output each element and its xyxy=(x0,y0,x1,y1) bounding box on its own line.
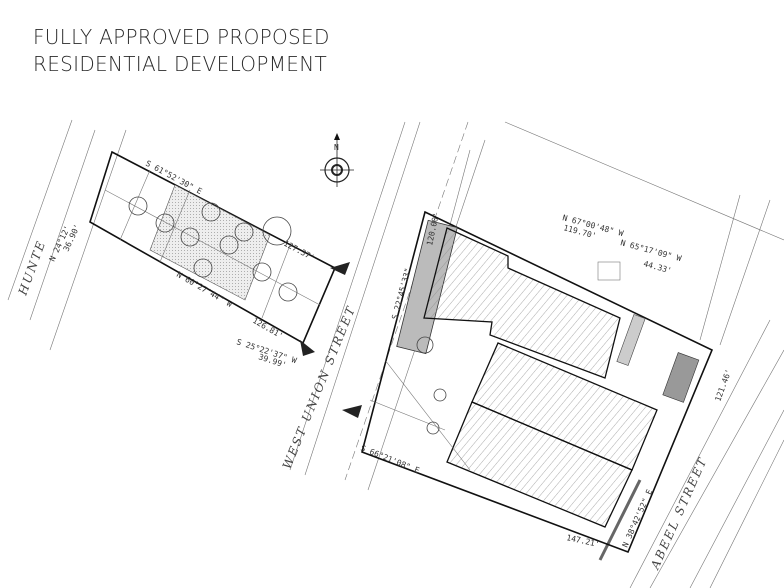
north-arrow-icon: N xyxy=(320,133,354,187)
bearing-abeel-line: N 38°42'52" E xyxy=(621,488,655,549)
compass-north-label: N xyxy=(334,143,339,152)
street-label-abeel: ABEEL STREET xyxy=(648,454,711,572)
bearing-right-bottom: S 66°21'08" E xyxy=(359,444,421,476)
street-label-west-union: WEST UNION STREET xyxy=(280,303,359,471)
tree-icons xyxy=(128,196,298,302)
existing-building xyxy=(423,227,621,379)
title-line-1: FULLY APPROVED PROPOSED xyxy=(33,25,330,49)
page-title: FULLY APPROVED PROPOSED RESIDENTIAL DEVE… xyxy=(33,24,330,78)
left-lot: S 61°52'30" E 127.37' N 60°27'44" W 126.… xyxy=(48,150,350,370)
bearing-right-top-2: N 65°17'09" W xyxy=(619,238,682,263)
proposed-building-b xyxy=(446,401,633,528)
street-label-hunte: HUNTE xyxy=(15,238,48,298)
distance-left-top: 127.37' xyxy=(282,239,316,263)
tree-icons-right xyxy=(416,336,447,435)
distance-right-bottom: 147.21' xyxy=(566,533,601,549)
title-line-2: RESIDENTIAL DEVELOPMENT xyxy=(33,52,327,76)
distance-left-bottom: 126.81' xyxy=(251,316,285,341)
distance-right-top-2: 44.33' xyxy=(642,259,672,275)
right-parcel: N 67°00'48" W 119.70' N 65°17'09" W 44.3… xyxy=(342,210,733,554)
distance-right-right: 121.46' xyxy=(713,368,733,403)
